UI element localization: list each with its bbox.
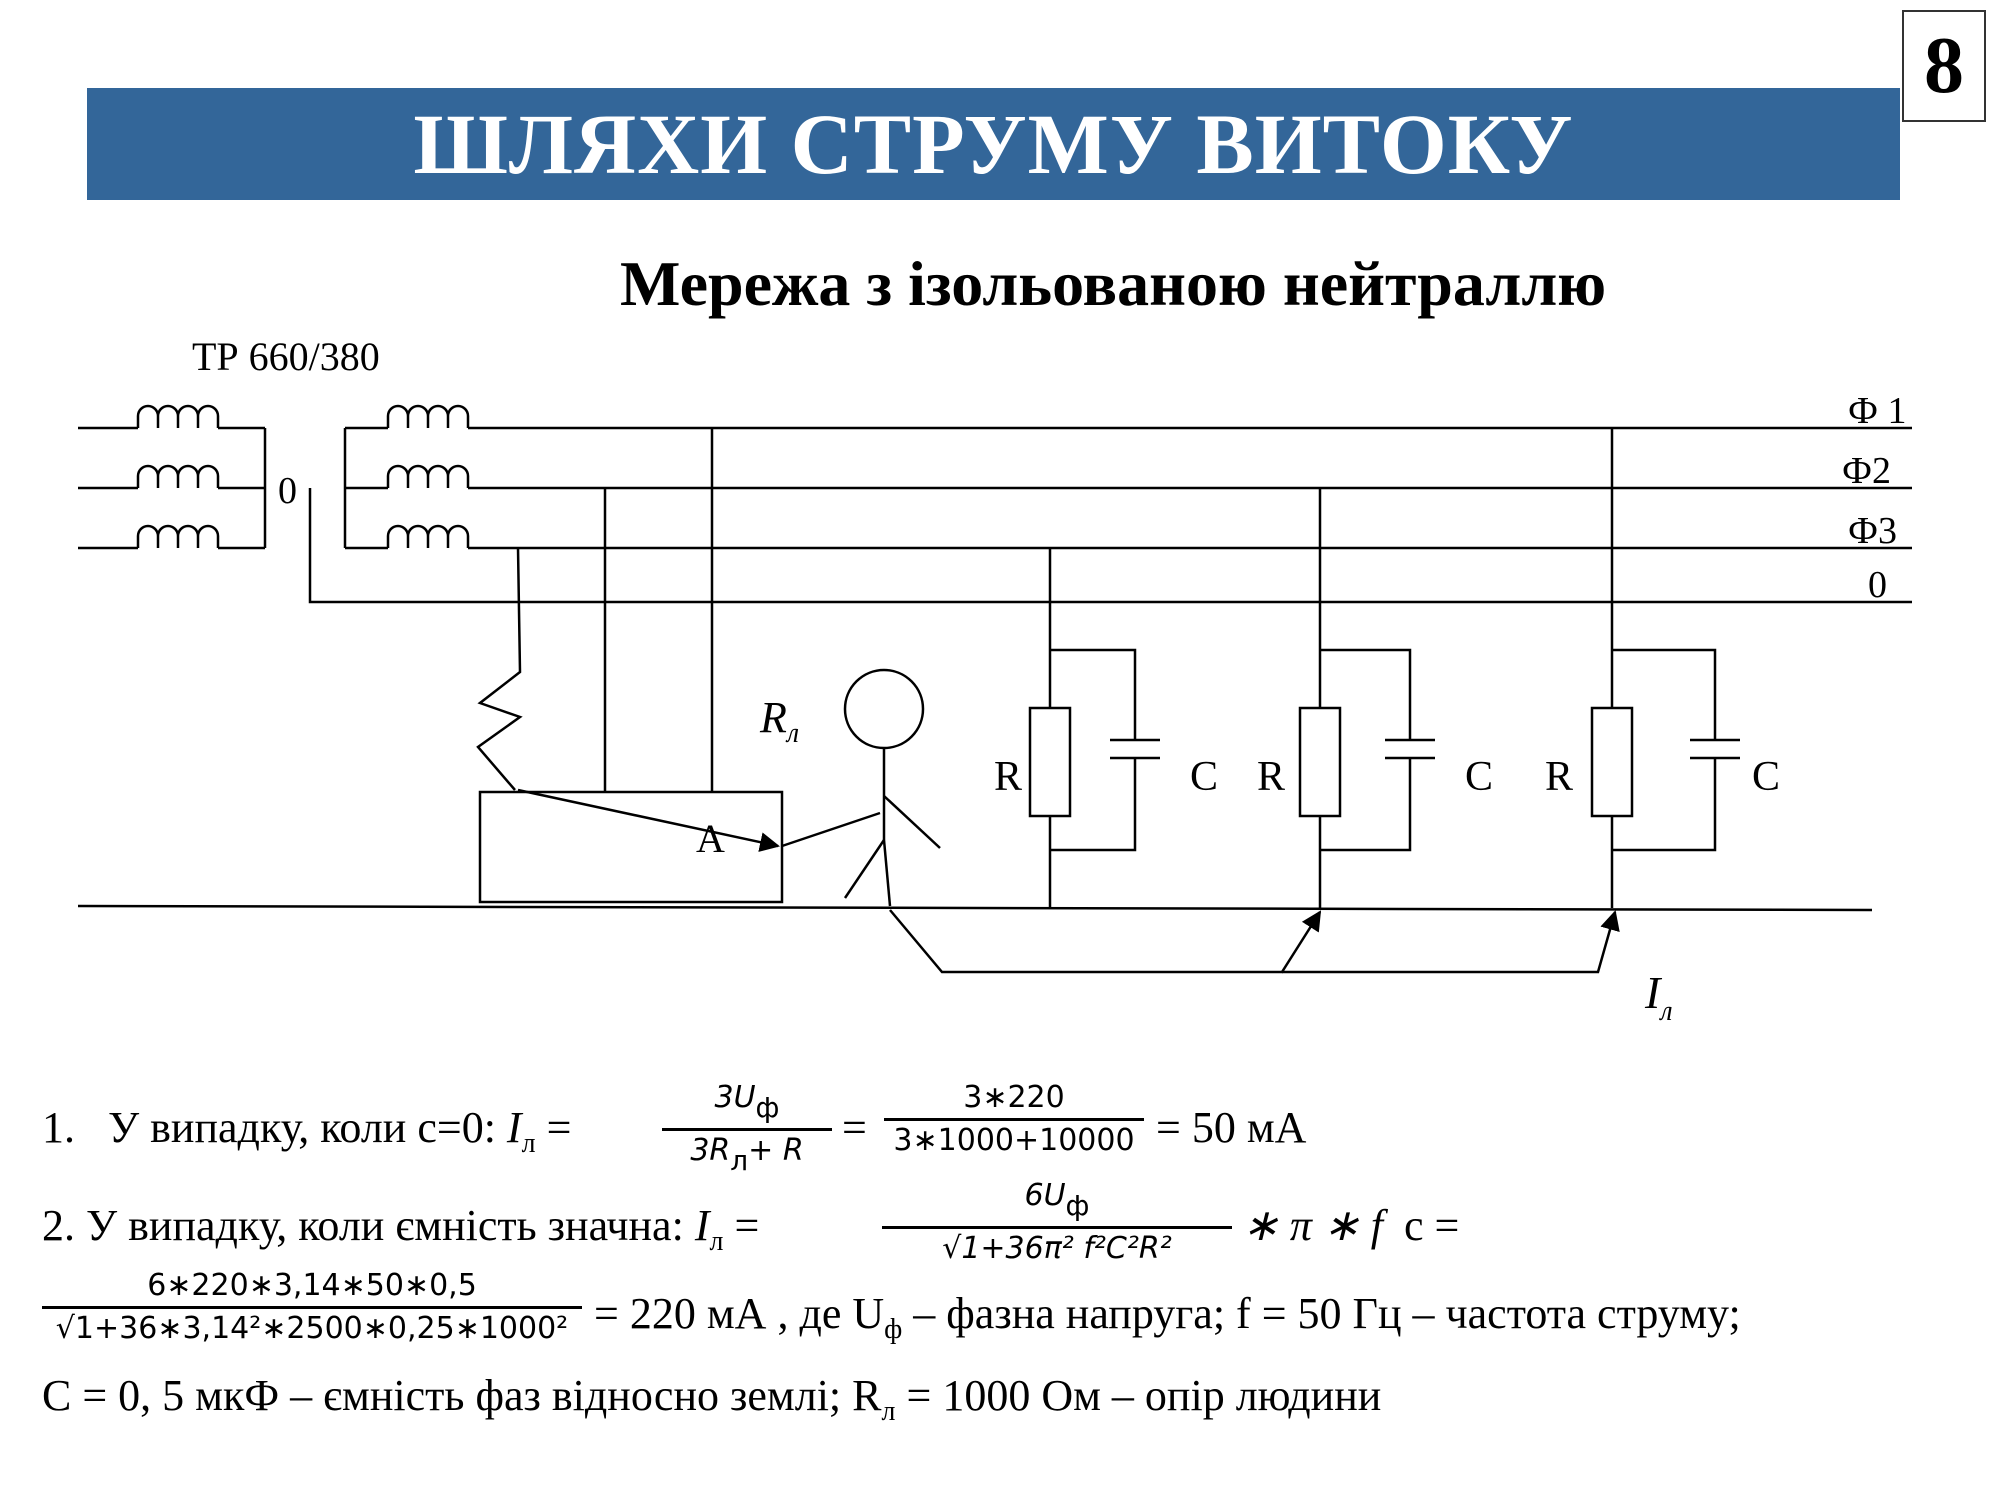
resistor-label-3: R: [1545, 754, 1573, 800]
formula-2-tail: ∗ π ∗ f: [1242, 1201, 1384, 1250]
formulas-block: 1. У випадку, коли с=0: Iл = 3Uф 3Rл+ R …: [42, 1078, 1962, 1458]
formula-1-intro: 1. У випадку, коли с=0: Iл =: [42, 1103, 572, 1159]
formula-1-result: = 50 мА: [1156, 1103, 1307, 1152]
human-resistance-label: Rл: [759, 693, 799, 749]
circuit-diagram: ТР 660/380 0 Ф 1 Ф2 Ф3 0 A Rл R C R C R …: [77, 334, 1912, 1027]
ground-line: [77, 904, 1873, 912]
slide-title: ШЛЯХИ СТРУМУ ВИТОКУ: [413, 96, 1574, 192]
slide-subtitle: Мережа з ізольованою нейтраллю: [620, 248, 1607, 319]
page-number: 8: [1902, 10, 1986, 122]
neutral-line: [308, 488, 1912, 604]
phase-label-1: Ф 1: [1848, 390, 1907, 432]
resistor-label-1: R: [994, 754, 1022, 800]
capacitor-label-1: C: [1190, 754, 1218, 800]
formula-2-tail-2: с =: [1404, 1201, 1460, 1250]
phase-label-2: Ф2: [1842, 450, 1891, 492]
neutral-point-label: 0: [278, 470, 297, 512]
formula-2-result-line: = 220 мА , де Uф – фазна напруга; f = 50…: [594, 1289, 1741, 1345]
neutral-label: 0: [1868, 564, 1887, 606]
rc-branch-2: [1298, 488, 1435, 908]
title-bar: ШЛЯХИ СТРУМУ ВИТОКУ: [87, 88, 1900, 200]
formula-1-fraction-symbolic: 3Uф 3Rл+ R: [662, 1078, 832, 1181]
formula-2-fraction-symbolic: 6Uф √1+36π² f²C²R²: [882, 1176, 1232, 1269]
formula-2-intro: 2. У випадку, коли ємність значна: Iл =: [42, 1201, 760, 1257]
resistor-label-2: R: [1257, 754, 1285, 800]
transformer-secondary: [343, 404, 470, 550]
rc-branch-1: [1028, 548, 1160, 908]
formula-1-fraction-numeric: 3∗220 3∗1000+10000: [884, 1078, 1144, 1161]
appliance-housing: [478, 790, 784, 904]
rc-branch-3: [1590, 428, 1740, 908]
human-figure: [843, 668, 941, 907]
transformer-label: ТР 660/380: [192, 334, 380, 379]
transformer-primary: [78, 404, 267, 550]
capacitor-label-3: C: [1752, 754, 1780, 800]
formula-3-line: С = 0, 5 мкФ – ємність фаз відносно земл…: [42, 1371, 1382, 1427]
appliance-label: A: [696, 816, 725, 861]
capacitor-label-2: C: [1465, 754, 1493, 800]
formula-2-fraction-numeric: 6∗220∗3,14∗50∗0,5 √1+36∗3,14²∗2500∗0,25∗…: [42, 1266, 582, 1349]
leakage-current-label: Iл: [1644, 967, 1673, 1027]
phase-label-3: Ф3: [1848, 510, 1897, 552]
formula-1-eq2: =: [842, 1103, 867, 1152]
